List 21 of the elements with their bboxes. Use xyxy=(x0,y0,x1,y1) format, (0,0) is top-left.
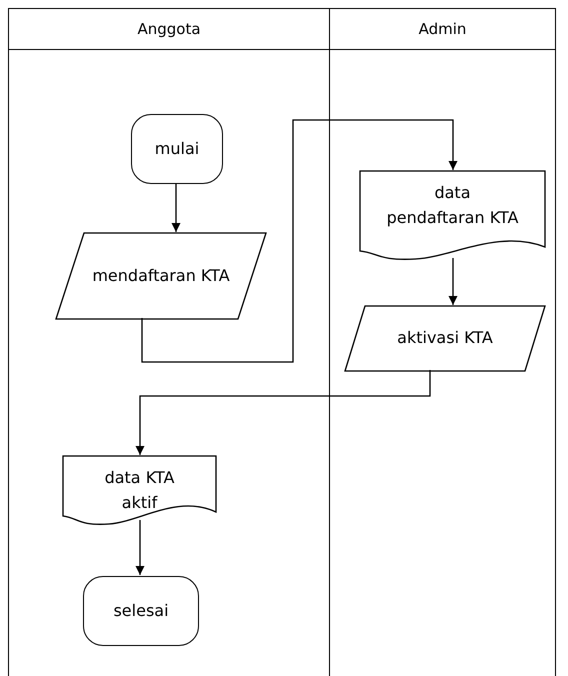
arrow xyxy=(448,258,458,305)
input-parallelogram xyxy=(345,306,545,371)
lane-title: Anggota xyxy=(137,20,201,38)
arrow xyxy=(141,119,458,363)
node-label: selesai xyxy=(113,600,169,622)
lane-title: Admin xyxy=(418,20,466,38)
arrow xyxy=(136,370,431,455)
input-parallelogram xyxy=(56,233,266,319)
node-label: data KTA aktif xyxy=(104,467,176,514)
node-label: mulai xyxy=(154,138,200,160)
terminator-shape xyxy=(131,114,223,184)
arrow xyxy=(172,183,180,232)
swimlane xyxy=(330,8,556,676)
swimlane xyxy=(8,8,330,676)
node-label: data pendaftaran KTA xyxy=(386,182,520,229)
terminator-shape xyxy=(83,576,199,646)
arrow xyxy=(136,520,144,575)
document-shape xyxy=(63,456,216,524)
node-label: mendaftaran KTA xyxy=(92,264,230,287)
document-shape xyxy=(360,171,545,259)
node-label: aktivasi KTA xyxy=(397,327,493,350)
